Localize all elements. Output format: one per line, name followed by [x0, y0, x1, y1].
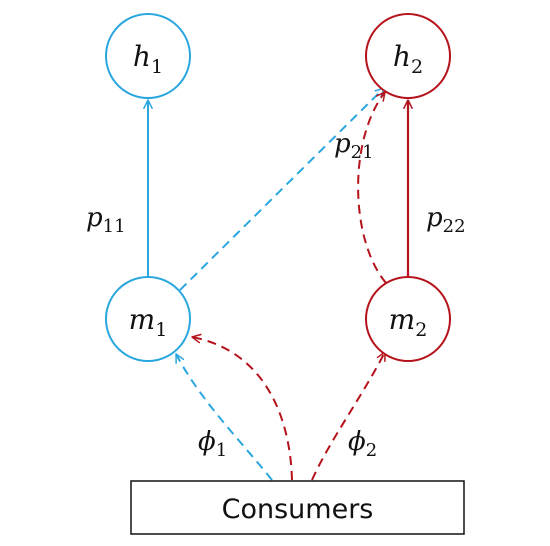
label-p21-main: p — [334, 129, 351, 159]
label-phi2-main: ϕ — [348, 427, 366, 457]
label-phi2-sub: 2 — [366, 440, 377, 461]
node-m2: m2 — [365, 276, 451, 362]
label-p11-sub: 11 — [103, 216, 126, 237]
node-h1-sub: 1 — [151, 56, 163, 78]
consumers-label: Consumers — [222, 494, 374, 525]
svg-text:h1: h1 — [133, 40, 163, 78]
svg-text:m1: m1 — [129, 303, 168, 341]
edge-consumers-m1-red — [191, 333, 293, 481]
svg-text:h2: h2 — [393, 40, 423, 78]
label-phi1: ϕ1 — [198, 427, 227, 461]
node-m2-label: m — [389, 303, 416, 336]
edge-consumers-m1-blue — [175, 353, 273, 481]
consumers-box: Consumers — [130, 480, 465, 535]
node-m1: m1 — [105, 276, 191, 362]
node-h1-label: h — [133, 40, 151, 73]
label-p22-sub: 22 — [443, 216, 466, 237]
node-h2-label: h — [393, 40, 411, 73]
svg-text:m2: m2 — [389, 303, 428, 341]
edge-consumers-m2-red — [311, 351, 386, 481]
label-phi2: ϕ2 — [348, 427, 377, 461]
label-p21: p21 — [334, 129, 374, 163]
label-p22: p22 — [426, 203, 466, 237]
edge-m2-h2-dashed — [357, 91, 387, 284]
label-phi1-sub: 1 — [216, 440, 227, 461]
node-h2: h2 — [365, 13, 451, 99]
label-p11: p11 — [86, 203, 126, 237]
edge-m1-h2 — [179, 87, 385, 291]
node-m2-sub: 2 — [415, 319, 427, 341]
label-p21-sub: 21 — [351, 142, 374, 163]
node-m1-label: m — [129, 303, 156, 336]
label-p22-main: p — [426, 203, 443, 233]
node-h2-sub: 2 — [411, 56, 423, 78]
node-m1-sub: 1 — [155, 319, 167, 341]
label-phi1-main: ϕ — [198, 427, 216, 457]
node-h1: h1 — [105, 13, 191, 99]
label-p11-main: p — [86, 203, 103, 233]
